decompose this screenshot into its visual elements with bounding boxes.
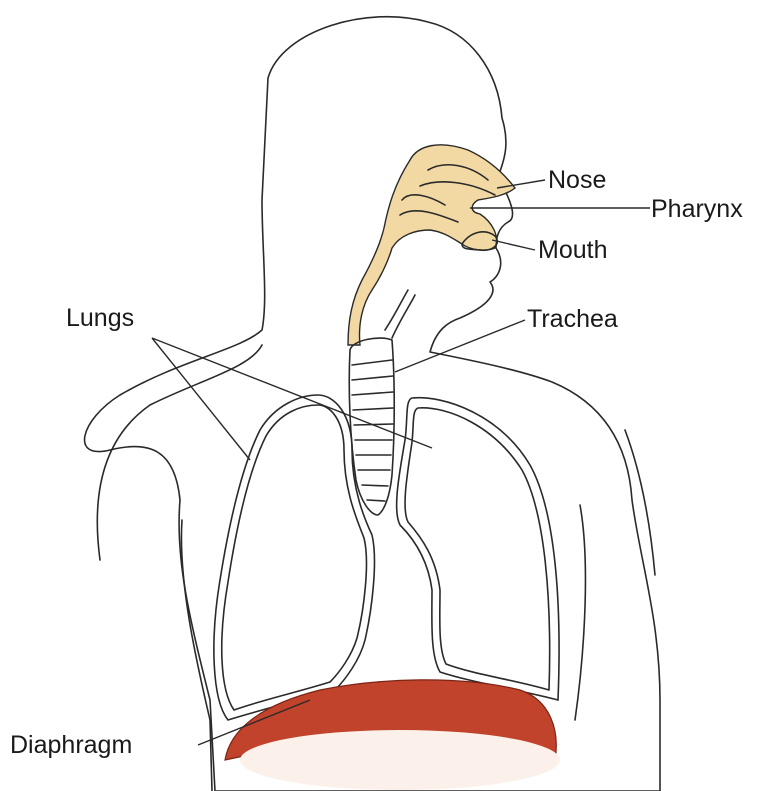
left-torso-outline [181,520,212,791]
label-lungs: Lungs [66,304,134,332]
label-pharynx: Pharynx [651,195,743,223]
right-arm-outline [625,430,655,575]
right-torso-outline [575,505,585,720]
nasal-cavity [348,145,515,345]
trachea-leader-line [395,320,525,372]
label-trachea: Trachea [527,305,618,333]
label-diaphragm: Diaphragm [10,731,132,759]
esophagus [385,290,415,338]
body-silhouette [85,17,660,791]
left-lung [214,395,375,720]
abdomen [240,730,560,790]
label-nose: Nose [548,166,606,194]
mouth-leader-line [492,240,535,250]
label-mouth: Mouth [538,236,607,264]
